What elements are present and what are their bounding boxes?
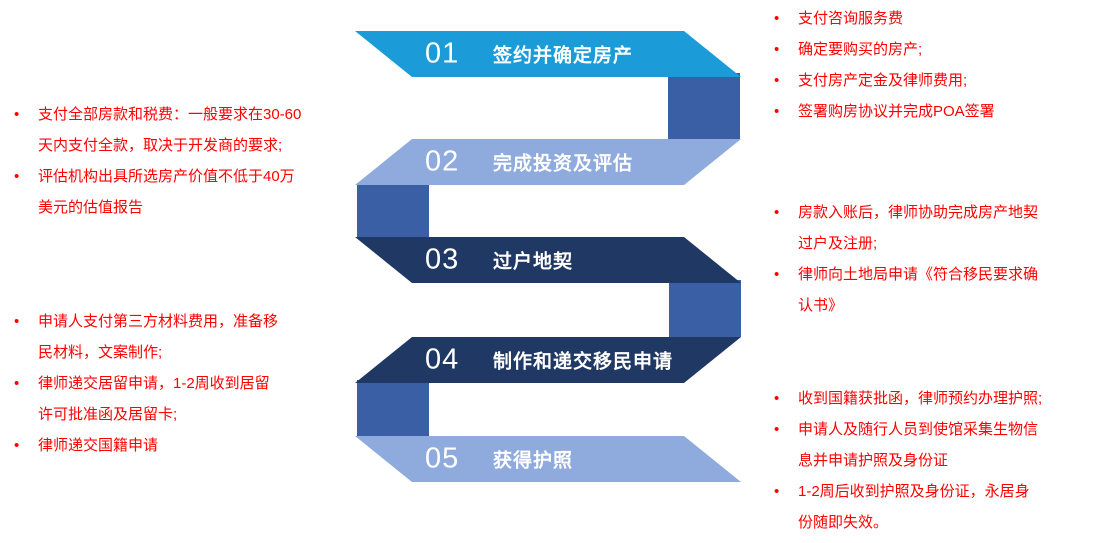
- step-banner-2: 02 完成投资及评估: [355, 139, 741, 185]
- step-3-number: 03: [425, 243, 460, 276]
- bullet-icon: •: [774, 204, 780, 221]
- bullet-icon: •: [774, 421, 780, 438]
- bullet-icon: •: [774, 390, 780, 407]
- bullet-icon: •: [774, 483, 780, 500]
- note-text: 申请人支付第三方材料费用，准备移 民材料，文案制作;: [38, 313, 279, 361]
- notes-step5: • 收到国籍获批函，律师预约办理护照; • 申请人及随行人员到使馆采集生物信 息…: [774, 383, 1104, 538]
- note-item: • 申请人支付第三方材料费用，准备移 民材料，文案制作;: [14, 306, 362, 368]
- note-item: • 律师向土地局申请《符合移民要求确 认书》: [774, 259, 1104, 321]
- note-text: 支付咨询服务费: [798, 10, 904, 27]
- bullet-icon: •: [774, 103, 780, 120]
- step-2-number: 02: [425, 145, 460, 178]
- note-text: 律师递交国籍申请: [38, 437, 159, 454]
- step-4-number: 04: [425, 343, 460, 376]
- step-5-title: 获得护照: [493, 450, 574, 472]
- step-5-number: 05: [425, 442, 460, 475]
- bullet-icon: •: [14, 168, 20, 185]
- connector-step3-step4: [669, 280, 741, 337]
- note-text: 签署购房协议并完成POA签署: [798, 103, 995, 120]
- note-item: • 申请人及随行人员到使馆采集生物信 息并申请护照及身份证: [774, 414, 1104, 476]
- step-3-title: 过户地契: [493, 251, 574, 273]
- note-text: 收到国籍获批函，律师预约办理护照;: [798, 390, 1043, 407]
- step-banner-5: 05 获得护照: [355, 436, 741, 482]
- note-item: • 1-2周后收到护照及身份证，永居身 份随即失效。: [774, 476, 1104, 538]
- bullet-icon: •: [14, 375, 20, 392]
- note-item: • 支付咨询服务费: [774, 3, 1104, 34]
- connector-step1-step2: [668, 73, 740, 139]
- step-1-number: 01: [425, 37, 460, 70]
- connector-step4-step5: [357, 380, 429, 436]
- bullet-icon: •: [774, 266, 780, 283]
- note-text: 房款入账后，律师协助完成房产地契 过户及注册;: [798, 204, 1039, 252]
- note-item: • 律师递交国籍申请: [14, 430, 362, 461]
- bullet-icon: •: [774, 41, 780, 58]
- note-text: 律师递交居留申请，1-2周收到居留 许可批准函及居留卡;: [38, 375, 270, 423]
- bullet-icon: •: [14, 106, 20, 123]
- notes-step4: • 申请人支付第三方材料费用，准备移 民材料，文案制作; • 律师递交居留申请，…: [14, 306, 362, 461]
- bullet-icon: •: [14, 437, 20, 454]
- note-item: • 支付全部房款和税费：一般要求在30-60 天内支付全款，取决于开发商的要求;: [14, 99, 362, 161]
- step-4-title: 制作和递交移民申请: [493, 351, 674, 373]
- note-text: 1-2周后收到护照及身份证，永居身 份随即失效。: [798, 483, 1030, 531]
- note-text: 支付房产定金及律师费用;: [798, 72, 968, 89]
- note-text: 评估机构出具所选房产价值不低于40万 美元的估值报告: [38, 168, 295, 216]
- note-item: • 支付房产定金及律师费用;: [774, 65, 1104, 96]
- note-text: 申请人及随行人员到使馆采集生物信 息并申请护照及身份证: [798, 421, 1039, 469]
- bullet-icon: •: [774, 72, 780, 89]
- notes-step3: • 房款入账后，律师协助完成房产地契 过户及注册; • 律师向土地局申请《符合移…: [774, 197, 1104, 321]
- notes-step2: • 支付全部房款和税费：一般要求在30-60 天内支付全款，取决于开发商的要求;…: [14, 99, 362, 223]
- note-text: 确定要购买的房产;: [798, 41, 923, 58]
- step-2-title: 完成投资及评估: [493, 153, 634, 175]
- note-item: • 评估机构出具所选房产价值不低于40万 美元的估值报告: [14, 161, 362, 223]
- step-banner-4: 04 制作和递交移民申请: [355, 337, 741, 383]
- step-1-title: 签约并确定房产: [493, 45, 634, 67]
- bullet-icon: •: [14, 313, 20, 330]
- connector-step2-step3: [357, 183, 429, 237]
- note-item: • 房款入账后，律师协助完成房产地契 过户及注册;: [774, 197, 1104, 259]
- step-banner-3: 03 过户地契: [355, 237, 741, 283]
- step-banner-1: 01 签约并确定房产: [355, 31, 741, 77]
- notes-step1: • 支付咨询服务费 • 确定要购买的房产; • 支付房产定金及律师费用; • 签…: [774, 3, 1104, 127]
- note-text: 律师向土地局申请《符合移民要求确 认书》: [798, 266, 1039, 314]
- note-item: • 律师递交居留申请，1-2周收到居留 许可批准函及居留卡;: [14, 368, 362, 430]
- note-item: • 收到国籍获批函，律师预约办理护照;: [774, 383, 1104, 414]
- note-text: 支付全部房款和税费：一般要求在30-60 天内支付全款，取决于开发商的要求;: [38, 106, 302, 154]
- note-item: • 确定要购买的房产;: [774, 34, 1104, 65]
- note-item: • 签署购房协议并完成POA签署: [774, 96, 1104, 127]
- bullet-icon: •: [774, 10, 780, 27]
